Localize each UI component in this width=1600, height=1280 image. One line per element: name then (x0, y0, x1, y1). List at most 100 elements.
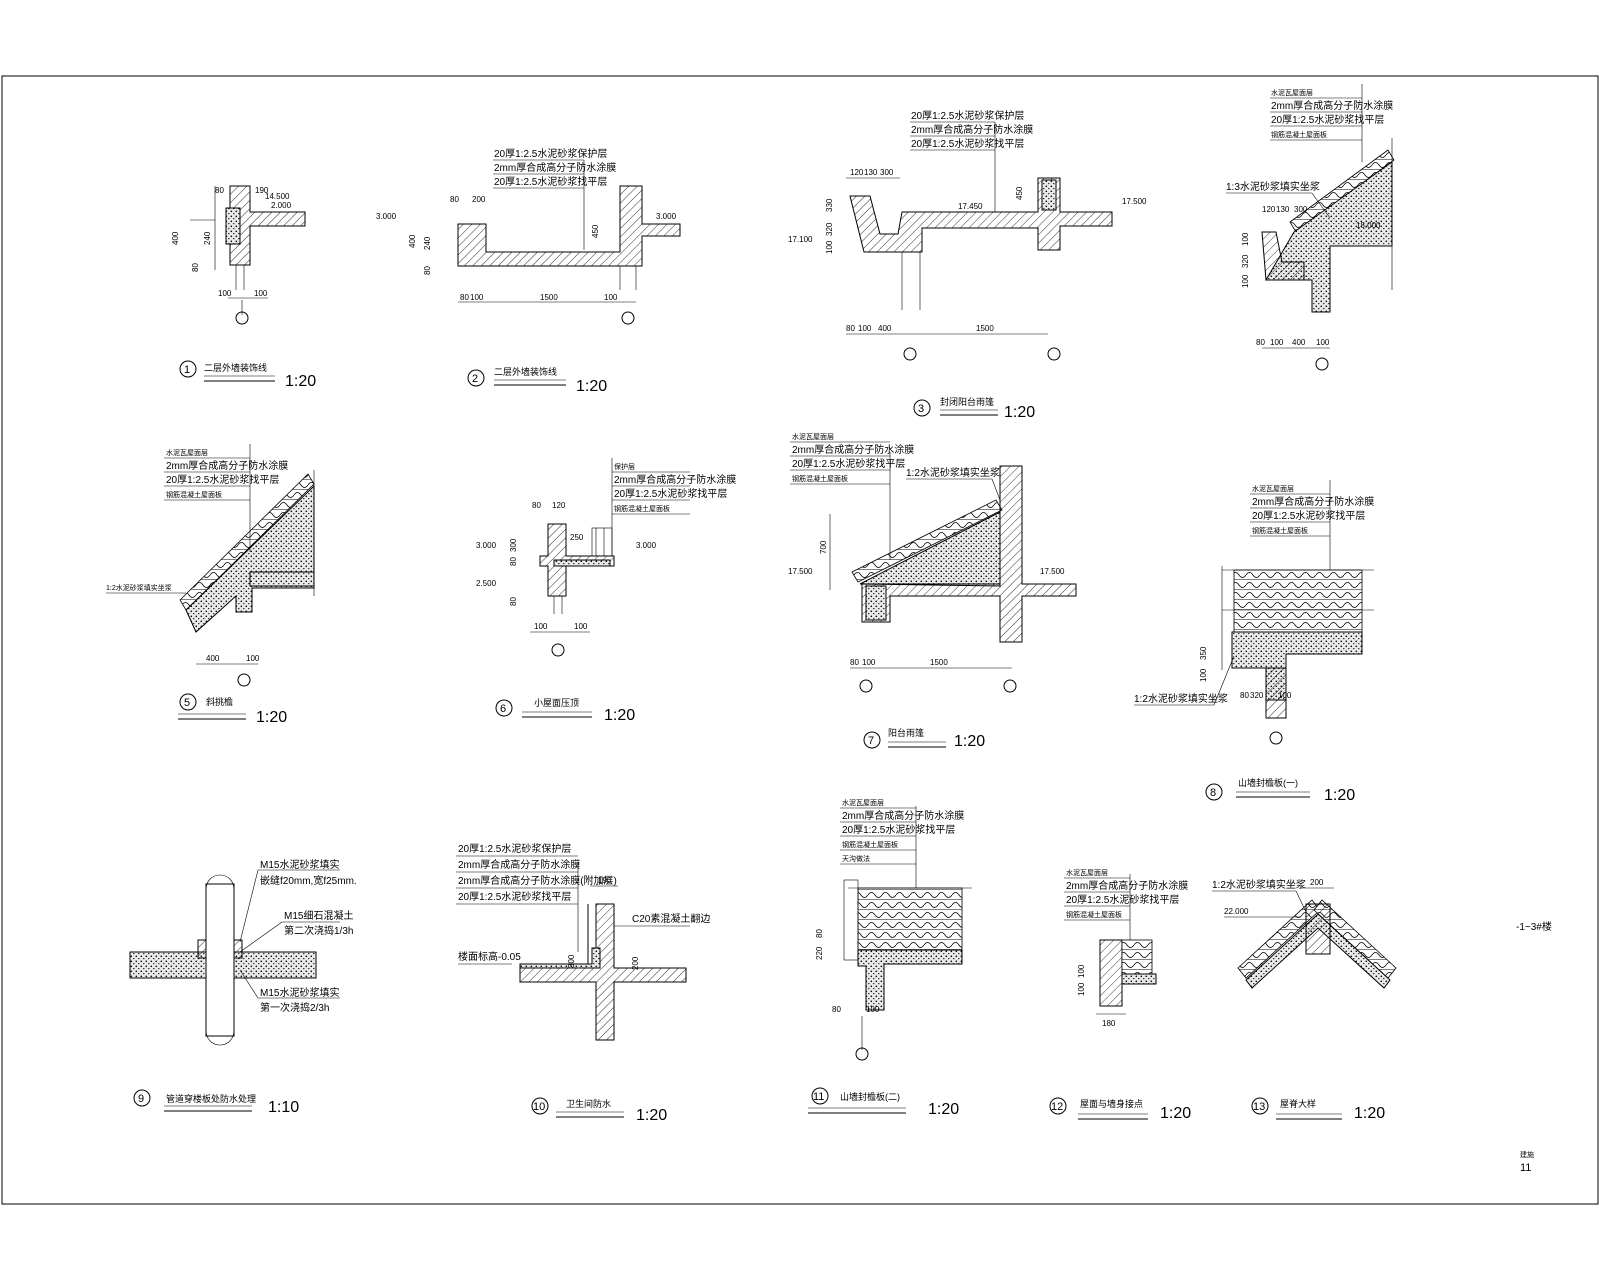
dim-text: 3.000 (376, 212, 397, 221)
layer-note: 20厚1:2.5水泥砂浆找平层 (458, 890, 571, 903)
layer-note: 20厚1:2.5水泥砂浆保护层 (458, 842, 571, 855)
detail-scale: 1:20 (576, 378, 607, 395)
dim-text: 100 (254, 289, 268, 298)
dim-text: 300 (1294, 205, 1308, 214)
detail-number: 13 (1253, 1101, 1265, 1113)
dim-text: 3.000 (656, 212, 677, 221)
layer-note: 钢筋混凝土屋面板 (1252, 526, 1308, 535)
detail-title: 山墙封檐板(一) (1238, 777, 1298, 788)
layer-note: 1:2水泥砂浆填实坐浆 (1134, 692, 1228, 705)
dim-text: 17.500 (1122, 197, 1147, 206)
layer-note: 20厚1:2.5水泥砂浆找平层 (911, 137, 1024, 150)
detail-number: 1 (184, 364, 190, 376)
layer-note: 2mm厚合成高分子防水涂膜 (842, 809, 964, 822)
detail-number: 5 (184, 697, 190, 709)
layer-note: 钢筋混凝土屋面板 (842, 840, 898, 849)
layer-note: 20厚1:2.5水泥砂浆找平层 (166, 473, 279, 486)
dim-text: 320 (1241, 254, 1250, 268)
layer-note: 2mm厚合成高分子防水涂膜 (1252, 495, 1374, 508)
detail-11: 水泥瓦屋面层 2mm厚合成高分子防水涂膜 20厚1:2.5水泥砂浆找平层 钢筋混… (808, 798, 972, 1118)
dim-text: 100 (574, 622, 588, 631)
dim-text: 2.000 (271, 201, 292, 210)
layer-note: 20厚1:2.5水泥砂浆找平层 (842, 823, 955, 836)
detail-title: 阳台雨篷 (888, 727, 924, 738)
detail-9: M15水泥砂浆填实 嵌缝f20mm,宽f25mm. M15细石混凝土 第二次浇捣… (129, 858, 357, 1116)
dim-text: 400 (171, 231, 180, 245)
dim-text: 100 (534, 622, 548, 631)
layer-note: 水泥瓦屋面层 (842, 798, 884, 807)
detail-number: 2 (472, 373, 478, 385)
dim-text: 80 (815, 929, 824, 938)
detail-title: 二层外墙装饰线 (204, 362, 267, 373)
dim-text: 100 (1077, 964, 1086, 978)
dim-text: 320 (1250, 691, 1264, 700)
dim-text: 80 (850, 658, 859, 667)
detail-scale: 1:20 (285, 373, 316, 390)
layer-note: 水泥瓦屋面层 (1066, 868, 1108, 877)
layer-note: 2mm厚合成高分子防水涂膜 (911, 123, 1033, 136)
layer-note: 2mm厚合成高分子防水涂膜 (458, 858, 580, 871)
detail-scale: 1:20 (928, 1101, 959, 1118)
layer-note: 20厚1:2.5水泥砂浆找平层 (1252, 509, 1365, 522)
dim-text: 100 (858, 324, 872, 333)
layer-note: 1:3水泥砂浆填实坐浆 (1226, 180, 1320, 193)
layer-note: M15水泥砂浆填实 (260, 858, 339, 871)
dim-text: 400 (206, 654, 220, 663)
detail-title: 屋面与墙身接点 (1080, 1098, 1143, 1109)
side-note: -1~3#楼 (1516, 920, 1552, 933)
sheet-number: 11 (1520, 1162, 1531, 1174)
detail-number: 9 (138, 1093, 144, 1105)
dim-text: 100 (604, 293, 618, 302)
layer-note: 钢筋混凝土屋面板 (1271, 130, 1327, 139)
layer-note: 钢筋混凝土屋面板 (166, 490, 222, 499)
layer-note: 楼面标高-0.05 (458, 950, 521, 963)
detail-title: 管道穿楼板处防水处理 (166, 1093, 256, 1104)
sheet-border (1, 75, 1599, 1205)
dim-text: 80 (460, 293, 469, 302)
detail-5: 水泥瓦屋面层 2mm厚合成高分子防水涂膜 20厚1:2.5水泥砂浆找平层 钢筋混… (106, 444, 315, 726)
detail-number: 6 (500, 703, 506, 715)
layer-note: 钢筋混凝土屋面板 (1066, 910, 1122, 919)
detail-scale: 1:20 (1324, 787, 1355, 804)
layer-note: 2mm厚合成高分子防水涂膜 (494, 161, 616, 174)
dim-text: 320 (825, 222, 834, 236)
dim-text: 450 (1015, 186, 1024, 200)
detail-title: 封闭阳台雨篷 (940, 396, 994, 407)
dim-text: 100 (866, 1005, 880, 1014)
layer-note: 天沟做法 (842, 854, 870, 863)
dim-text: 240 (203, 231, 212, 245)
layer-note: 第一次浇捣2/3h (260, 1001, 329, 1014)
dim-text: 330 (825, 198, 834, 212)
layer-note: 20厚1:2.5水泥砂浆找平层 (1271, 113, 1384, 126)
dim-text: 100 (825, 240, 834, 254)
dim-text: 100 (470, 293, 484, 302)
layer-note: M15细石混凝土 (284, 909, 353, 922)
dim-text: 80 (423, 266, 432, 275)
layer-note: 钢筋混凝土屋面板 (614, 504, 670, 513)
layer-note: 20厚1:2.5水泥砂浆找平层 (1066, 893, 1179, 906)
dim-text: 100 (862, 658, 876, 667)
layer-note: 第二次浇捣1/3h (284, 924, 353, 937)
dim-text: 1500 (930, 658, 948, 667)
dim-text: 100 (1241, 232, 1250, 246)
detail-scale: 1:20 (256, 709, 287, 726)
dim-text: 180 (1102, 1019, 1116, 1028)
dim-text: 350 (1199, 646, 1208, 660)
dim-text: 100 (1270, 338, 1284, 347)
layer-note: 水泥瓦屋面层 (1252, 484, 1294, 493)
dim-text: 80 (1240, 691, 1249, 700)
detail-number: 8 (1210, 787, 1216, 799)
dim-text: 120 (1262, 205, 1276, 214)
detail-6: 保护层 2mm厚合成高分子防水涂膜 20厚1:2.5水泥砂浆找平层 钢筋混凝土屋… (476, 458, 736, 724)
detail-title: 卫生间防水 (566, 1098, 611, 1109)
dim-text: 3.000 (636, 541, 657, 550)
dim-text: 80 (509, 557, 518, 566)
layer-note: 1:2水泥砂浆填实坐浆 (906, 466, 1000, 479)
layer-note: 2mm厚合成高分子防水涂膜 (614, 473, 736, 486)
detail-scale: 1:20 (1354, 1105, 1385, 1122)
dim-text: 80 (532, 501, 541, 510)
dim-text: 80 (832, 1005, 841, 1014)
layer-note: 钢筋混凝土屋面板 (792, 474, 848, 483)
dim-text: 14.500 (265, 192, 290, 201)
dim-text: 240 (423, 236, 432, 250)
